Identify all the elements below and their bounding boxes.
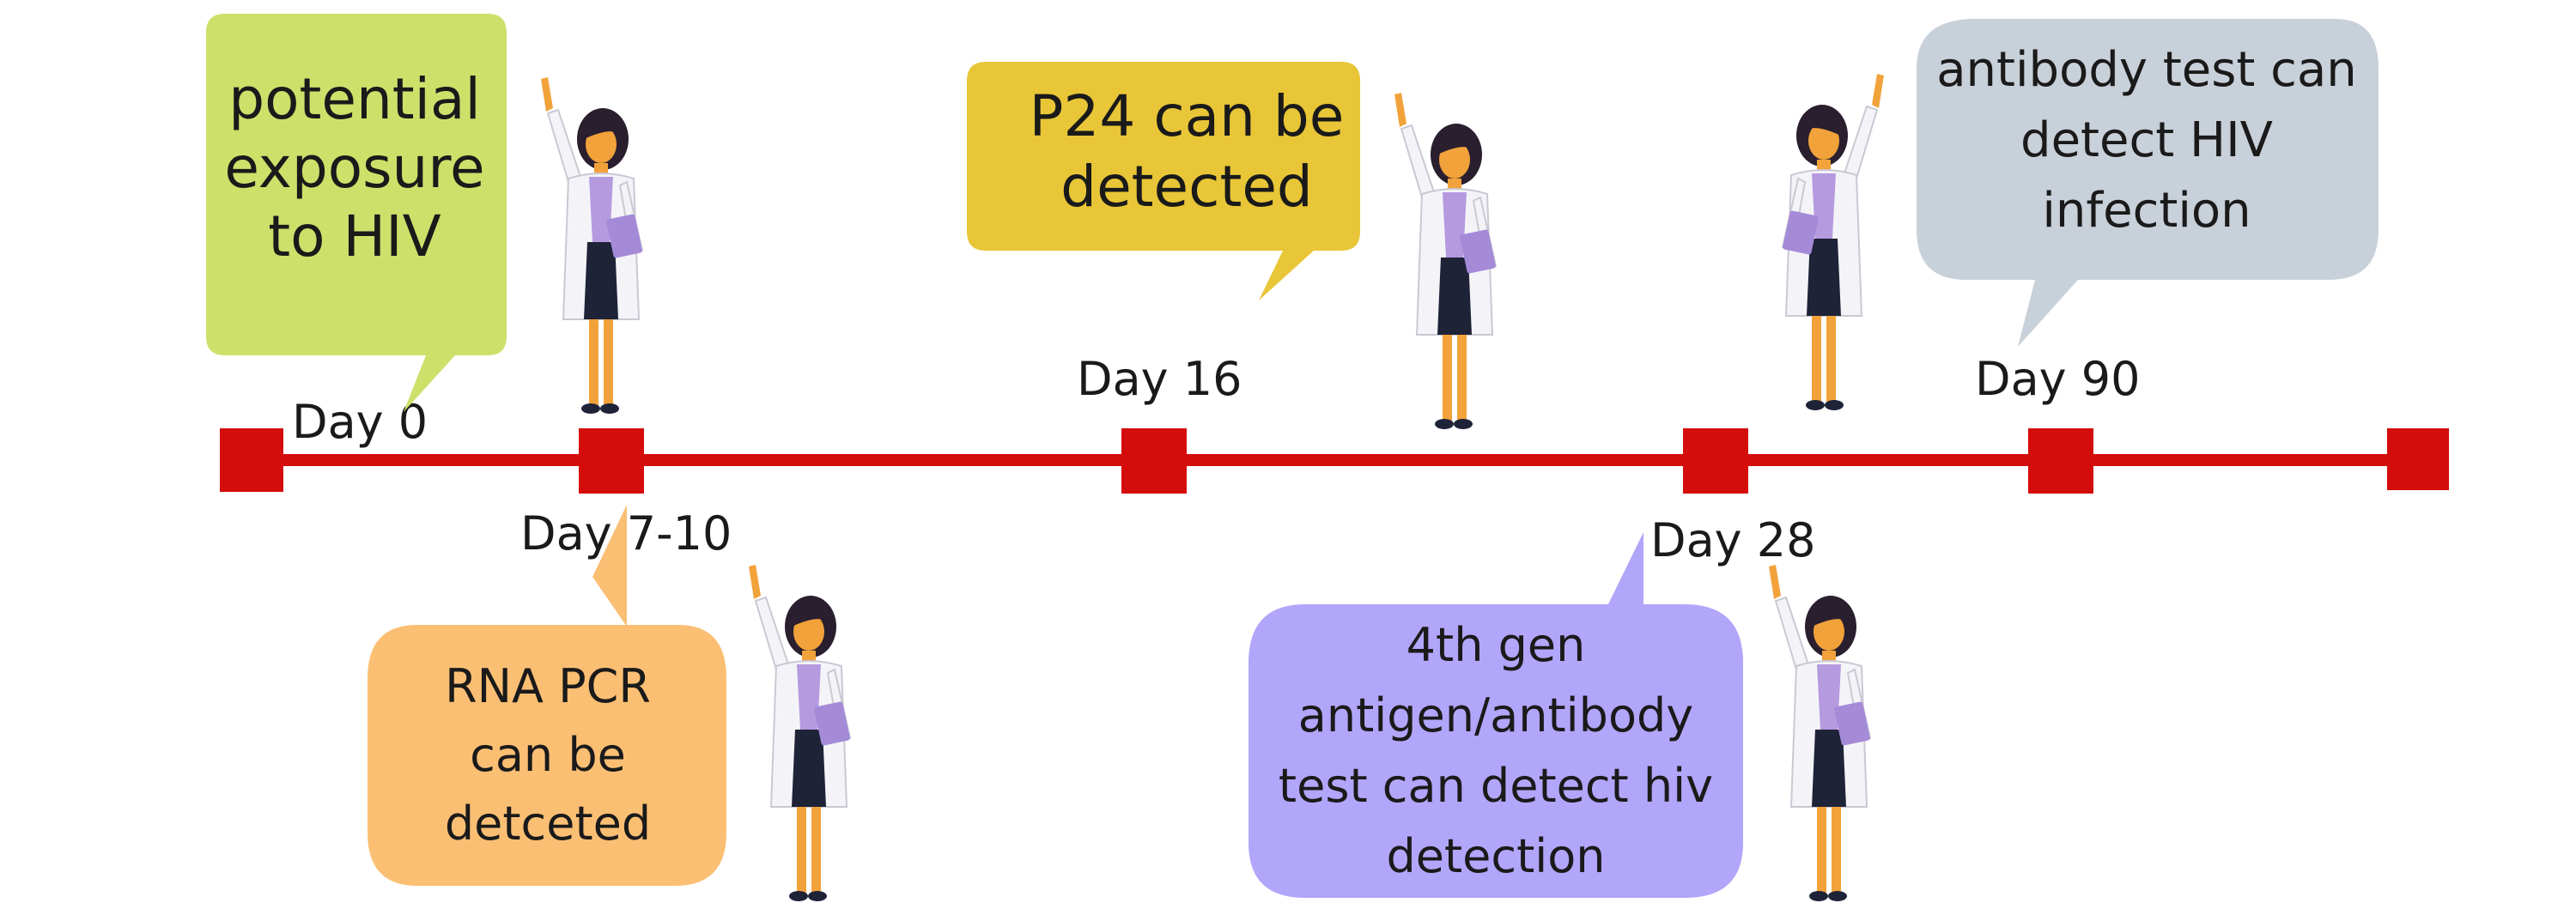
- bubble-exposure-line: exposure: [224, 135, 484, 201]
- doctor-pointing-icon: [1394, 92, 1498, 430]
- bubble-p24-line: detected: [1060, 154, 1313, 220]
- day-label-0: Day 0: [292, 395, 428, 449]
- doctor-pointing-icon: [540, 76, 644, 415]
- bubble-p24-shape: [967, 62, 1360, 300]
- timeline-marker-end: [2387, 428, 2449, 490]
- doctor-pointing-icon: [1768, 564, 1872, 902]
- bubble-exposure-shape: [206, 14, 507, 412]
- bubble-rna-shape: [368, 505, 726, 886]
- bubble-rna-line: can be: [470, 728, 626, 782]
- bubble-antibody-text: antibody test can detect HIV infection: [1936, 42, 2357, 239]
- bubble-antibody-line: infection: [2042, 183, 2251, 239]
- doctor-pointing-icon: [1781, 73, 1885, 411]
- day-label-90: Day 90: [1975, 352, 2141, 406]
- bubble-4thgen-text: 4th gen antigen/antibody test can detect h…: [1279, 618, 1713, 883]
- bubble-rna-line: detceted: [445, 797, 651, 851]
- bubble-p24-line: P24 can be: [1030, 83, 1345, 149]
- timeline-marker-day16: [1121, 428, 1187, 494]
- bubble-rna-text: RNA PCR can be detceted: [445, 659, 651, 851]
- bubble-antibody-line: antibody test can: [1936, 42, 2357, 98]
- bubble-exposure-line: to HIV: [268, 203, 440, 270]
- bubble-fourthgen-line: 4th gen: [1406, 618, 1586, 672]
- timeline-marker-day90: [2028, 428, 2093, 494]
- bubble-4thgen-shape: [1249, 532, 1743, 898]
- day-label-28: Day 28: [1650, 513, 1816, 567]
- bubble-4thgen: 4th gen antigen/antibody test can detect h…: [1249, 532, 1743, 898]
- bubble-fourthgen-line: antigen/antibody: [1298, 688, 1693, 742]
- doctor-pointing-icon: [748, 564, 852, 902]
- bubble-antibody-shape: [1917, 19, 2379, 347]
- bubble-antibody-line: detect HIV: [2020, 112, 2273, 168]
- bubble-fourthgen-line: test can detect hiv: [1279, 759, 1713, 813]
- bubble-fourthgen-line: detection: [1386, 829, 1605, 883]
- timeline-marker-start: [220, 428, 283, 492]
- bubble-rna: RNA PCR can be detceted: [368, 505, 726, 886]
- timeline-marker-day7: [579, 428, 644, 494]
- bubble-antibody: antibody test can detect HIV infection: [1917, 19, 2379, 347]
- timeline-marker-day28: [1683, 428, 1748, 494]
- bubble-rna-line: RNA PCR: [445, 659, 651, 713]
- timeline: [220, 428, 2449, 494]
- bubble-exposure-line: potential: [228, 66, 481, 132]
- day-label-16: Day 16: [1077, 352, 1242, 406]
